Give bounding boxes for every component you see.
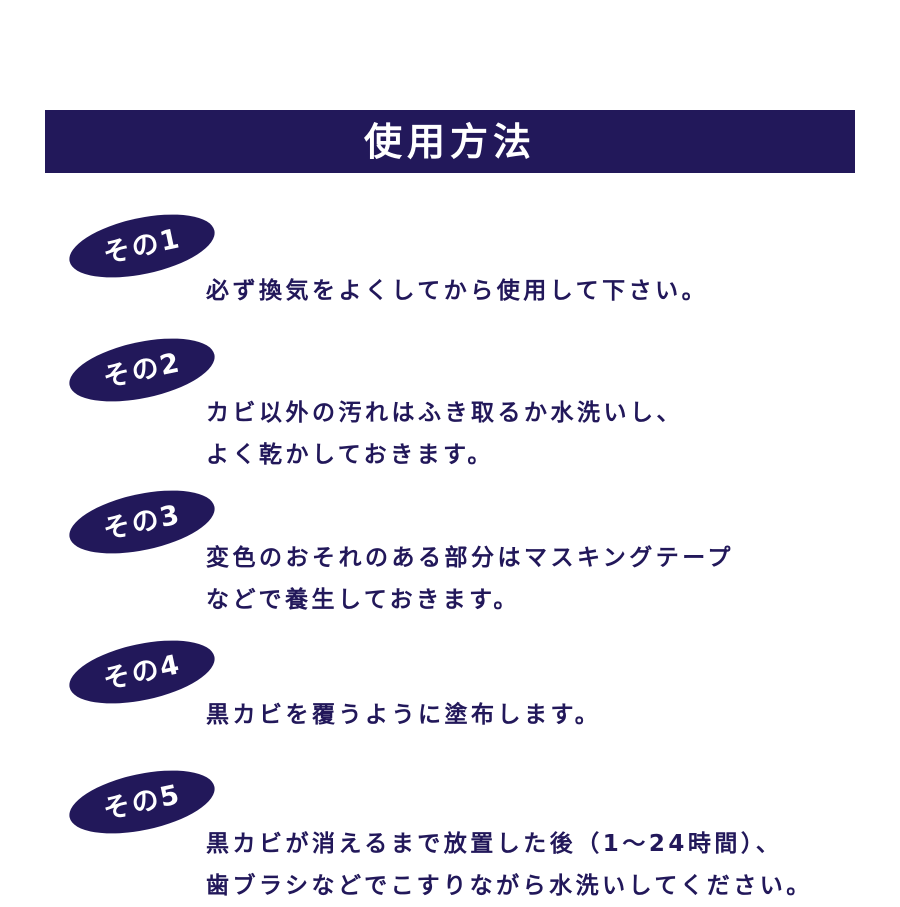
instruction-line: 黒カビが消えるまで放置した後（1〜24時間）、: [206, 831, 783, 857]
step-badge: その2: [63, 327, 221, 413]
step-instruction: 黒カビが消えるまで放置した後（1〜24時間）、 歯ブラシなどでこすりながら水洗い…: [206, 823, 886, 907]
instruction-line: 必ず換気をよくしてから使用して下さい。: [206, 278, 709, 304]
step-instruction: カビ以外の汚れはふき取るか水洗いし、 よく乾かしておきます。: [206, 392, 886, 476]
page-title: 使用方法: [363, 119, 536, 164]
instruction-line: などで養生しておきます。: [206, 587, 520, 613]
instruction-line: カビ以外の汚れはふき取るか水洗いし、: [206, 400, 683, 426]
step-badge-label: その5: [100, 778, 184, 826]
step-badge: その3: [63, 479, 221, 565]
step-badge-label: その2: [100, 346, 184, 394]
step-badge-label: その3: [100, 498, 184, 546]
step-badge: その4: [63, 629, 221, 715]
instruction-line: 変色のおそれのある部分はマスキングテープ: [206, 545, 734, 571]
step-instruction: 変色のおそれのある部分はマスキングテープ などで養生しておきます。: [206, 537, 886, 621]
step-instruction: 必ず換気をよくしてから使用して下さい。: [206, 270, 886, 312]
step-badge: その1: [63, 203, 221, 289]
instruction-line: よく乾かしておきます。: [206, 442, 494, 468]
step-badge: その5: [63, 759, 221, 845]
instruction-line: 歯ブラシなどでこすりながら水洗いしてください。: [206, 873, 813, 899]
title-banner: 使用方法: [45, 110, 855, 173]
step-badge-label: その1: [100, 222, 184, 270]
step-instruction: 黒カビを覆うように塗布します。: [206, 694, 886, 736]
instruction-line: 黒カビを覆うように塗布します。: [206, 702, 602, 728]
step-badge-label: その4: [100, 648, 184, 696]
